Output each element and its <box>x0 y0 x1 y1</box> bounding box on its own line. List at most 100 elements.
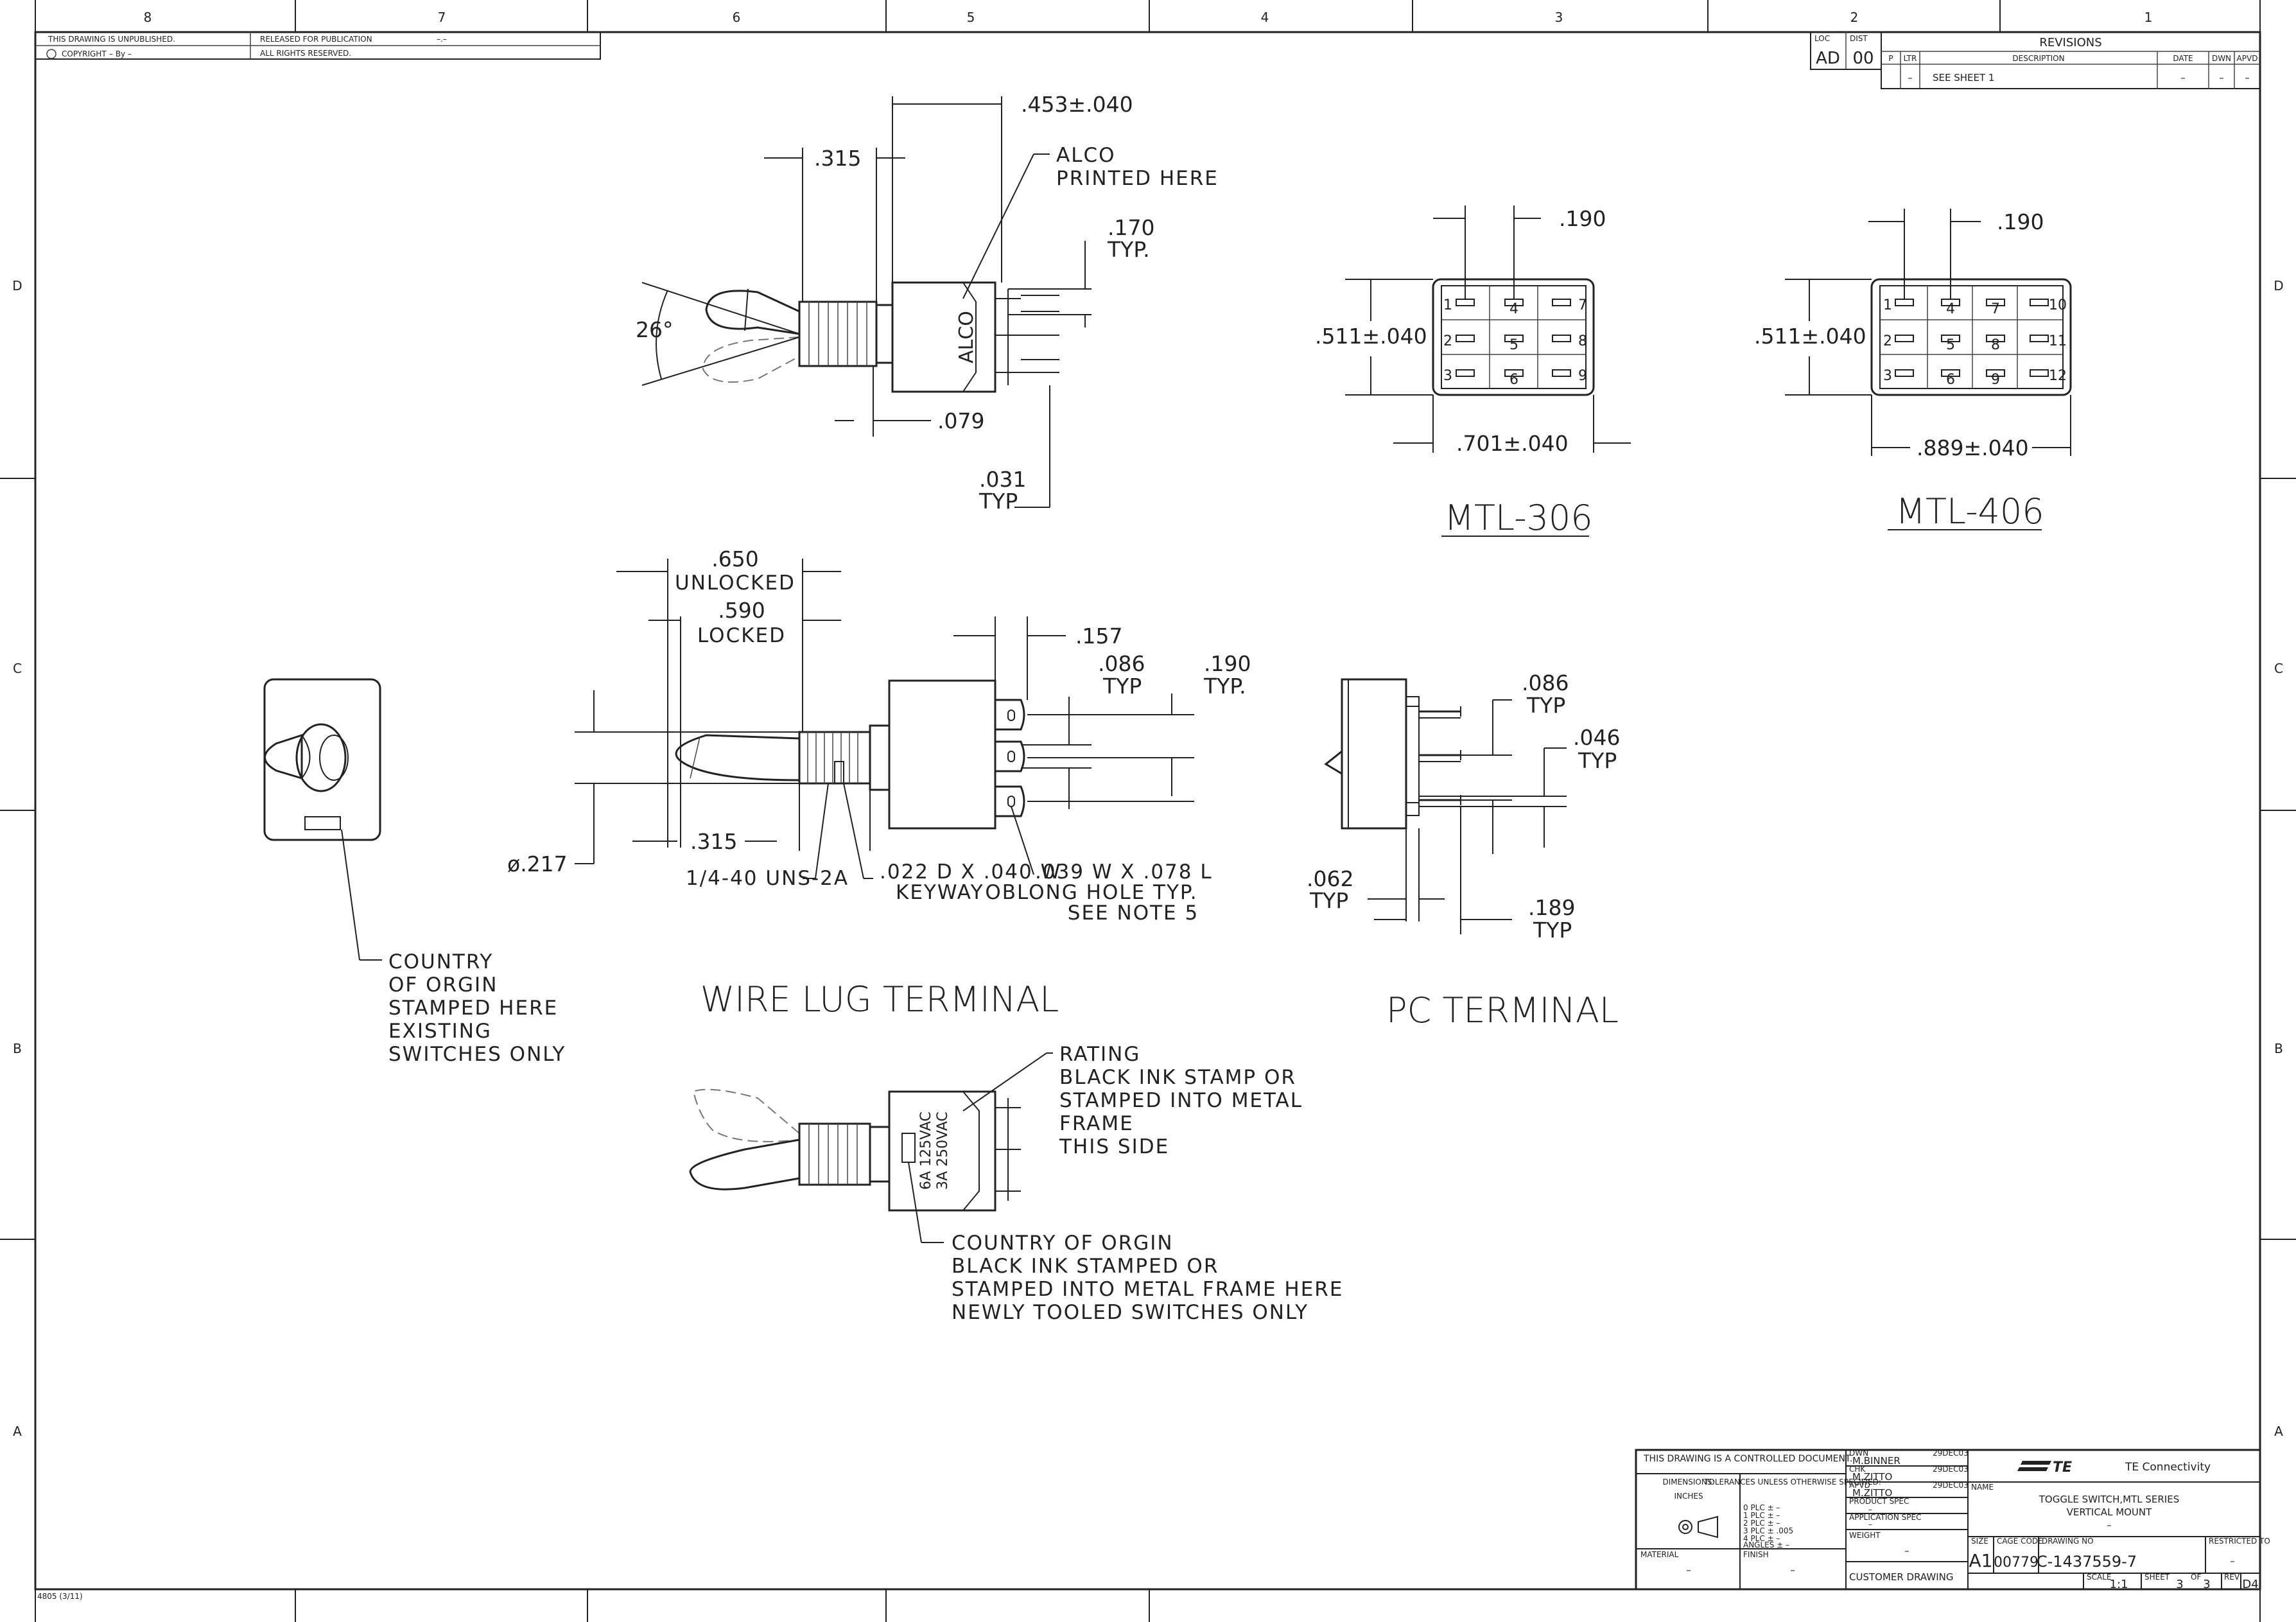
rating-callout-4: FRAME <box>1059 1112 1134 1135</box>
mtl406-pin-3: 3 <box>1883 368 1892 384</box>
chk-name: M.ZITTO <box>1852 1471 1892 1483</box>
dimensions-value: INCHES <box>1674 1492 1703 1501</box>
finish-label: FINISH <box>1743 1550 1769 1559</box>
rating-callout-3: STAMPED INTO METAL <box>1059 1089 1303 1112</box>
rev-col-p: P <box>1888 54 1893 63</box>
zone-5: 5 <box>967 10 975 25</box>
projection-symbol <box>1678 1515 1718 1539</box>
rights-text: ALL RIGHTS RESERVED. <box>260 49 351 58</box>
zone-1: 1 <box>2144 10 2153 25</box>
mtl406-pin-12: 12 <box>2049 368 2067 384</box>
zone-3: 3 <box>1555 10 1563 25</box>
mtl406-pin-7: 7 <box>1991 301 2000 317</box>
keyway-line2: KEYWAY <box>896 881 984 904</box>
controlled-text: THIS DRAWING IS A CONTROLLED DOCUMENT. <box>1643 1454 1852 1464</box>
mtl306-dim-height: .511±.040 <box>1315 324 1427 349</box>
dim-locked: LOCKED <box>697 624 786 647</box>
tol-row-1: 1 PLC ± – <box>1743 1511 1780 1520</box>
sheet-label: SHEET <box>2144 1573 2170 1582</box>
tol-row-4: 4 PLC ± – <box>1743 1534 1780 1543</box>
mtl306-pin-8: 8 <box>1578 333 1587 349</box>
dim-650: .650 <box>711 546 758 571</box>
mtl406-pin-6: 6 <box>1946 372 1955 388</box>
dim-031: .031 <box>979 467 1026 492</box>
mtl306-pin-7: 7 <box>1578 297 1587 313</box>
tol-row-3: 3 PLC ± .005 <box>1743 1526 1793 1535</box>
mtl306-pin-3: 3 <box>1443 368 1452 384</box>
alco-callout-line2: PRINTED HERE <box>1056 167 1219 190</box>
side-view-top: ALCO .453±.040 .315 .170 TYP. .07 <box>636 92 1219 514</box>
dim-086-pc: .086 <box>1522 670 1569 695</box>
zone-b-right: B <box>2274 1041 2283 1056</box>
rev-row-ltr: – <box>1908 72 1913 83</box>
dim-190-typ-wire: TYP. <box>1203 674 1246 699</box>
mtl406-pin-9: 9 <box>1991 372 2000 388</box>
zone-d-left: D <box>12 278 22 293</box>
pc-terminal-view: .086 TYP .046 TYP .062 TYP .189 TYP PC T… <box>1307 670 1620 1031</box>
front-callout-5: SWITCHES ONLY <box>388 1043 566 1066</box>
app-spec-label: APPLICATION SPEC <box>1849 1513 1921 1522</box>
zone-7: 7 <box>438 10 446 25</box>
finish-value: – <box>1790 1564 1795 1576</box>
stamp-line2: 3A 250VAC <box>935 1112 951 1190</box>
dwn-name: M.BINNER <box>1852 1455 1900 1467</box>
keyway-line1: .022 D X .040 W <box>880 860 1061 884</box>
material-label: MATERIAL <box>1640 1550 1679 1559</box>
dwg-label: DRAWING NO <box>2042 1537 2094 1546</box>
country-callout-4: NEWLY TOOLED SWITCHES ONLY <box>952 1301 1309 1324</box>
material-value: – <box>1686 1564 1691 1576</box>
mtl306-pin-6: 6 <box>1509 372 1518 388</box>
rev-col-apvd: APVD <box>2237 54 2258 63</box>
of-value: 3 <box>2203 1578 2210 1591</box>
wire-lug-title: WIRE LUG TERMINAL <box>700 979 1059 1020</box>
weight-label: WEIGHT <box>1849 1531 1881 1540</box>
of-label: OF <box>2191 1573 2201 1582</box>
mtl406-pin-2: 2 <box>1883 333 1892 349</box>
rev-col-date: DATE <box>2173 54 2193 63</box>
brand-name: TE Connectivity <box>2125 1461 2211 1474</box>
rating-view: 6A 125VAC 3A 250VAC RATING BLACK INK STA… <box>689 1043 1342 1324</box>
product-spec-label: PRODUCT SPEC <box>1849 1497 1909 1506</box>
customer-drawing: CUSTOMER DRAWING <box>1849 1571 1953 1583</box>
apvd-date: 29DEC03 <box>1933 1481 1969 1490</box>
rev-col-ltr: LTR <box>1904 54 1917 63</box>
name-line3: – <box>2107 1519 2112 1531</box>
dimensions-label: DIMENSIONS: <box>1663 1478 1715 1487</box>
hole-line1: .039 W X .078 L <box>1035 860 1213 884</box>
dim-062-pc: .062 <box>1307 866 1353 891</box>
restricted-value: – <box>2230 1555 2235 1567</box>
svg-text:TE: TE <box>2053 1460 2072 1476</box>
scale-label: SCALE <box>2087 1573 2111 1582</box>
zone-6: 6 <box>733 10 741 25</box>
cage-value: 00779 <box>1994 1555 2039 1571</box>
front-callout-4: EXISTING <box>388 1020 492 1043</box>
released-value: –.– <box>437 35 447 44</box>
name-label: NAME <box>1971 1483 1994 1492</box>
dim-217: ø.217 <box>507 851 568 876</box>
mtl306-pin-2: 2 <box>1443 333 1452 349</box>
mtl406-dim-width: .889±.040 <box>1917 435 2029 460</box>
rev-row-apvd: – <box>2245 72 2250 83</box>
dim-170: .170 <box>1108 215 1154 240</box>
mtl306-dim-pitch: .190 <box>1559 206 1606 231</box>
scale-value: 1:1 <box>2110 1578 2128 1591</box>
app-spec-value: – <box>1868 1520 1872 1529</box>
rating-callout-5: THIS SIDE <box>1059 1135 1169 1158</box>
rev-row-date: – <box>2180 72 2186 83</box>
front-callout-2: OF ORGIN <box>388 973 498 997</box>
dim-046-pc: .046 <box>1573 725 1620 750</box>
rating-callout-1: RATING <box>1059 1043 1140 1066</box>
name-line1: TOGGLE SWITCH,MTL SERIES <box>2039 1494 2179 1505</box>
mtl306-view: 1 4 7 2 5 8 3 6 9 .190 .511±.040 .701±.0… <box>1315 205 1631 538</box>
front-callout-1: COUNTRY <box>388 950 493 973</box>
weight-value: – <box>1904 1545 1909 1557</box>
tol-row-5: ANGLES ± – <box>1743 1540 1789 1549</box>
sheet-value: 3 <box>2176 1578 2183 1591</box>
front-view: COUNTRY OF ORGIN STAMPED HERE EXISTING S… <box>263 678 566 1066</box>
title-block: THIS DRAWING IS A CONTROLLED DOCUMENT. D… <box>1635 1449 2270 1591</box>
zone-c-left: C <box>13 661 22 676</box>
mtl406-pin-1: 1 <box>1883 297 1892 313</box>
mtl406-pin-11: 11 <box>2049 333 2067 349</box>
tol-row-2: 2 PLC ± – <box>1743 1519 1780 1528</box>
dim-unlocked: UNLOCKED <box>675 571 796 595</box>
